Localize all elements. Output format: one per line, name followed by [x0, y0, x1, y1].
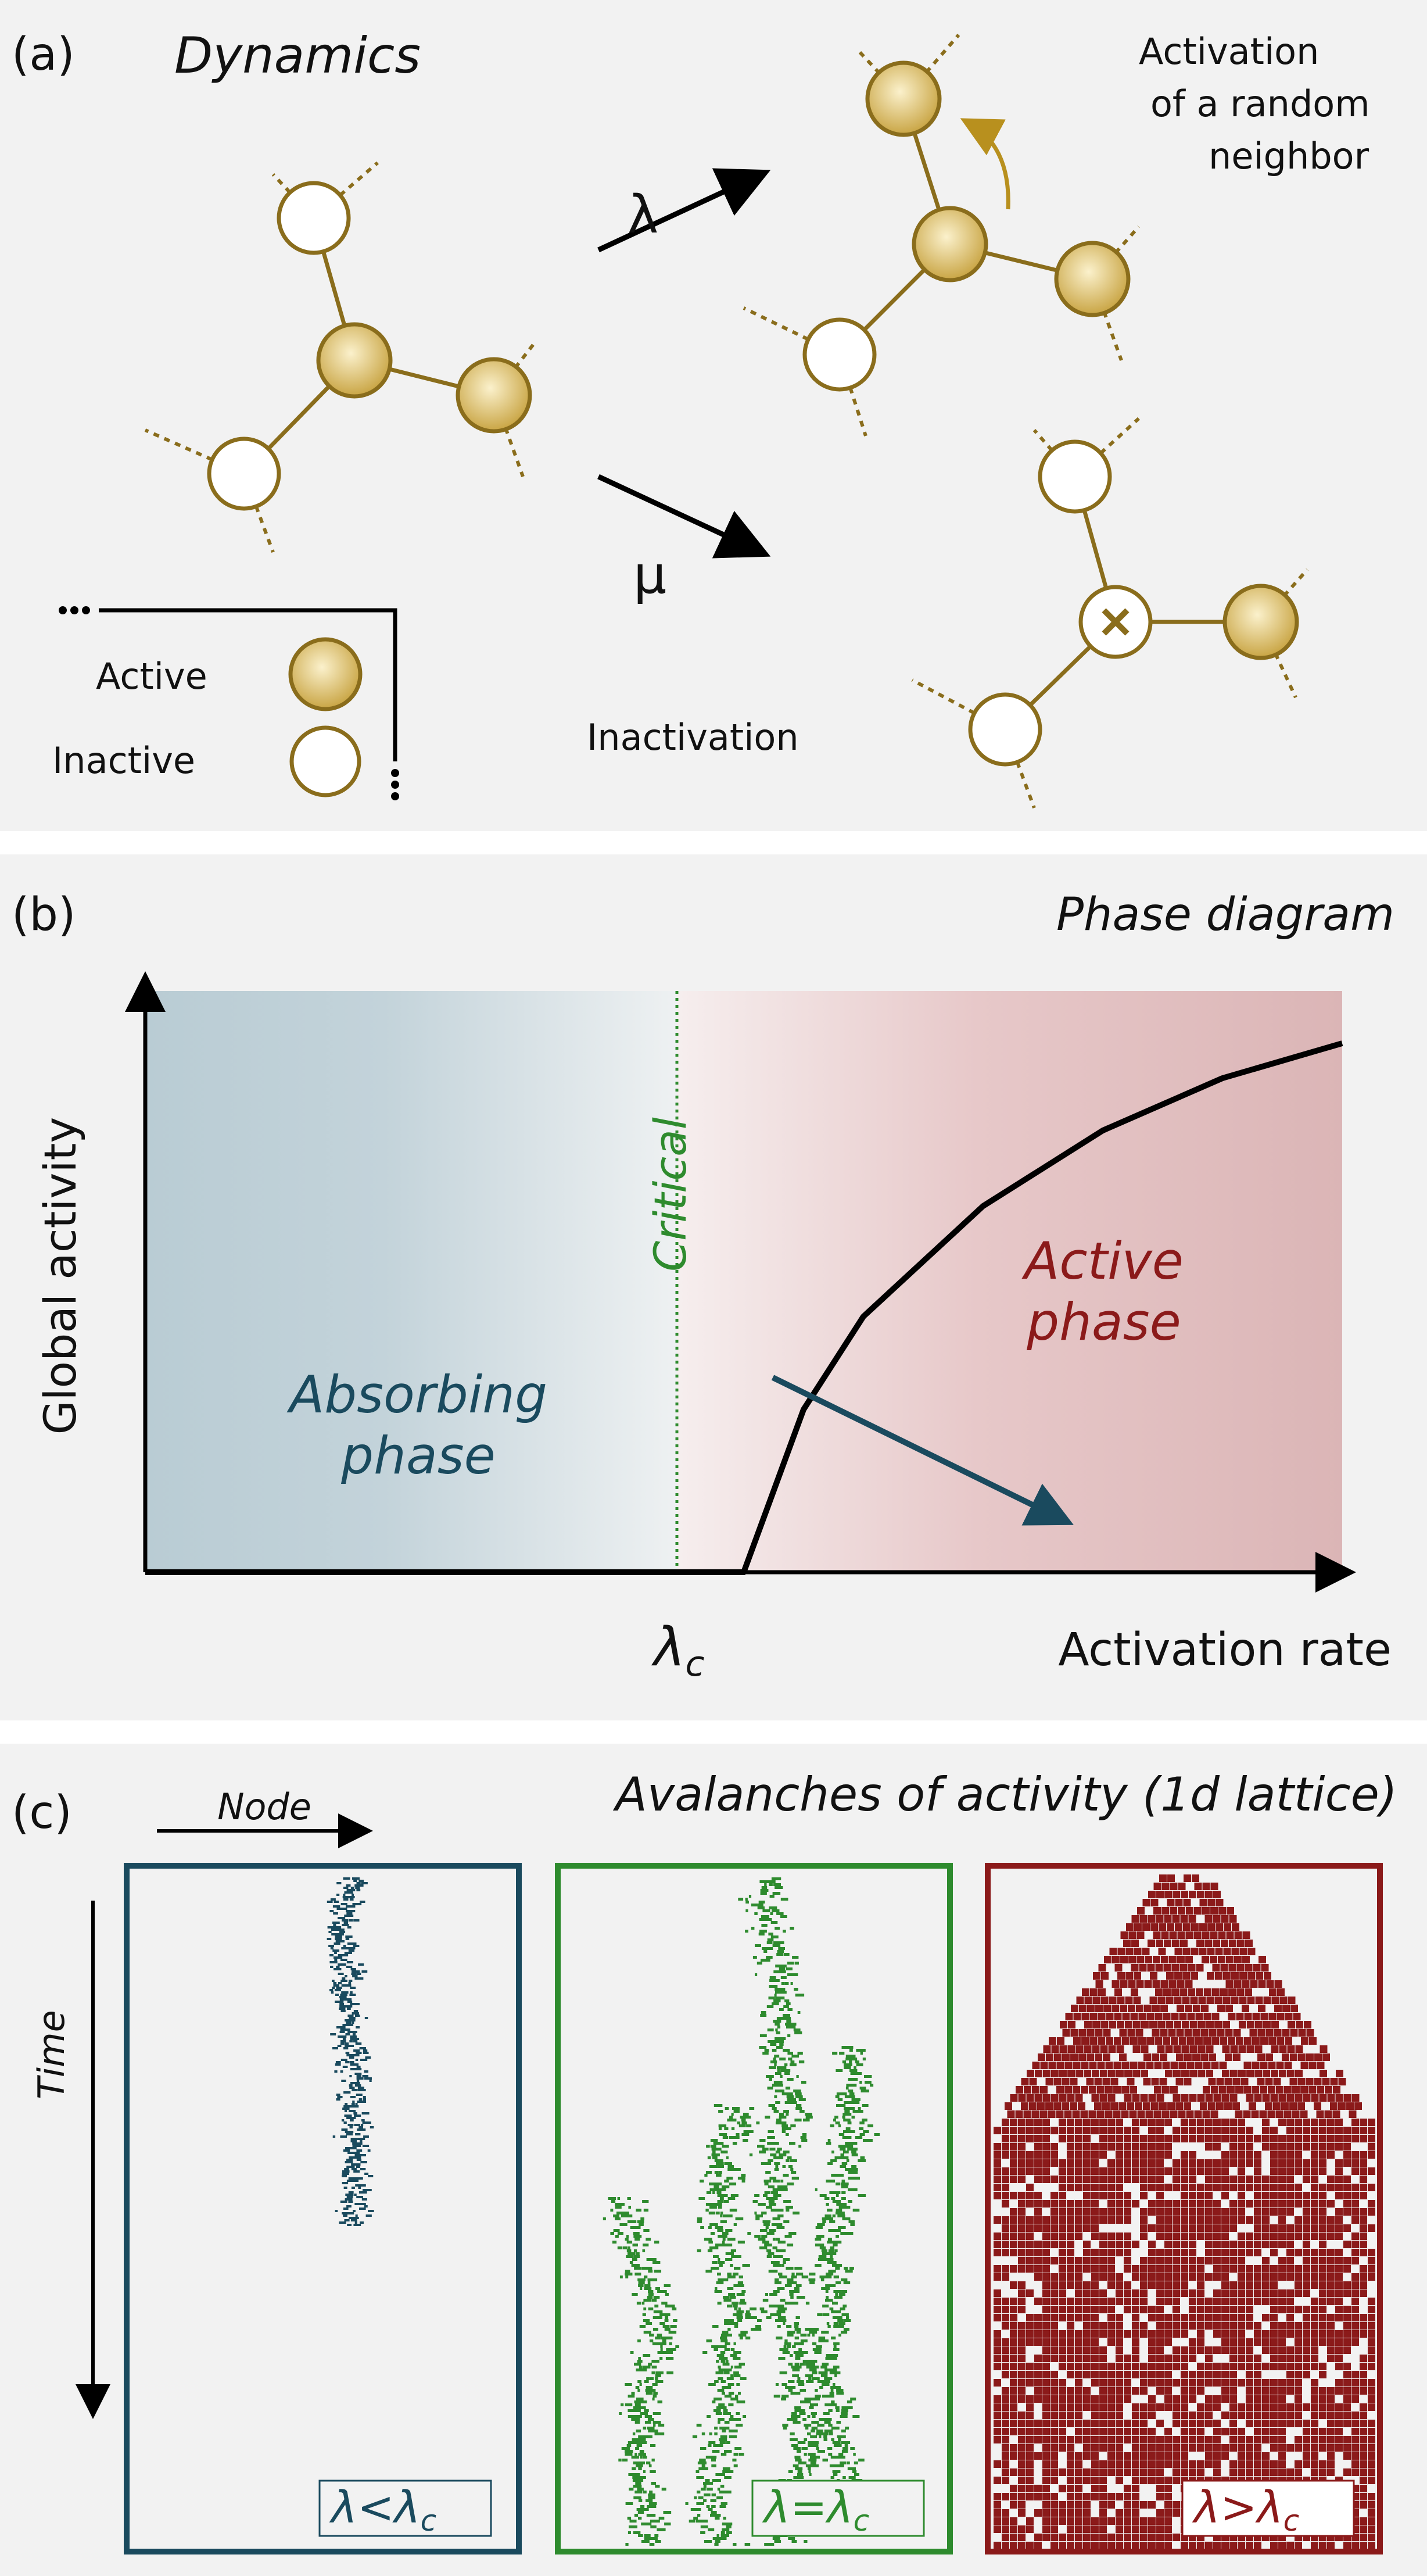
network-left	[144, 161, 536, 553]
legend-active-label: Active	[96, 655, 207, 697]
condition-label-subcritical: λ<λc	[318, 2480, 492, 2538]
active-label-line1: Active	[1021, 1231, 1184, 1291]
node-inactive	[1038, 439, 1112, 514]
node-inactive	[277, 181, 351, 255]
panel-b-label: (b)	[12, 889, 76, 941]
network-inactivation	[911, 417, 1309, 809]
condition-label-supercritical: λ>λc	[1181, 2480, 1355, 2538]
mu-symbol: μ	[633, 545, 666, 606]
condition-label-critical: λ=λc	[751, 2480, 925, 2538]
node-inactive	[207, 437, 281, 511]
trend-arrow	[771, 1375, 1074, 1526]
active-label-line2: phase	[1026, 1292, 1181, 1352]
panel-c-title: Avalanches of activity (1d lattice)	[612, 1768, 1397, 1822]
lambda-symbol: λ	[628, 184, 658, 245]
panel-avalanches: (c) Avalanches of activity (1d lattice) …	[0, 1744, 1427, 2576]
x-axis-label: Activation rate	[1058, 1624, 1392, 1676]
panel-dynamics: (a) Dynamics λ μ Activatio	[0, 0, 1427, 831]
avalanche-box-critical	[555, 1863, 953, 2554]
y-axis-label: Global activity	[34, 1117, 86, 1435]
inactivation-text: Inactivation	[587, 716, 799, 759]
panel-b-title: Phase diagram	[1056, 889, 1394, 941]
node-axis-label: Node	[217, 1786, 311, 1828]
node-active	[865, 60, 942, 137]
avalanche-subcritical	[327, 1877, 374, 2226]
node-active	[316, 322, 393, 399]
panel-phase-diagram: (b) Phase diagram Critical Absorbing pha…	[0, 854, 1427, 1720]
absorbing-region	[145, 991, 677, 1572]
panel-a-title: Dynamics	[174, 27, 421, 85]
activation-text-line1: Activation	[1139, 30, 1319, 73]
legend-inactive-node	[289, 725, 361, 797]
node-active	[1054, 241, 1131, 317]
avalanche-box-subcritical	[124, 1863, 522, 2554]
critical-label: Critical	[644, 1117, 696, 1272]
order-parameter-line	[145, 1040, 1343, 1575]
avalanche-box-supercritical	[985, 1863, 1383, 2554]
network-activation	[743, 34, 1141, 437]
node-active	[912, 206, 988, 282]
legend: Active Inactive	[52, 606, 399, 800]
avalanche-supercritical	[994, 1874, 1375, 2549]
panel-c-label: (c)	[12, 1787, 72, 1839]
lambda-arrow	[597, 168, 771, 253]
active-region	[677, 991, 1342, 1572]
node-active	[456, 357, 532, 434]
avalanche-critical	[603, 1877, 880, 2546]
node-active	[1222, 584, 1299, 660]
activation-arrow	[960, 118, 1010, 210]
absorbing-label-line2: phase	[340, 1426, 496, 1486]
cross-icon	[1102, 608, 1130, 636]
legend-inactive-label: Inactive	[52, 739, 195, 782]
mu-arrow	[597, 474, 771, 559]
activation-text-line2: of a random	[1150, 83, 1370, 125]
lambda-c-tick: λc	[651, 1616, 704, 1684]
panel-a-label: (a)	[12, 28, 75, 81]
absorbing-label-line1: Absorbing	[286, 1365, 547, 1425]
order-parameter-curve	[145, 1040, 1343, 1575]
node-inactive	[802, 317, 877, 392]
node-inactive	[968, 692, 1042, 767]
time-axis-label: Time	[30, 2010, 73, 2099]
legend-active-node	[288, 637, 363, 711]
activation-text-line3: neighbor	[1209, 135, 1369, 177]
